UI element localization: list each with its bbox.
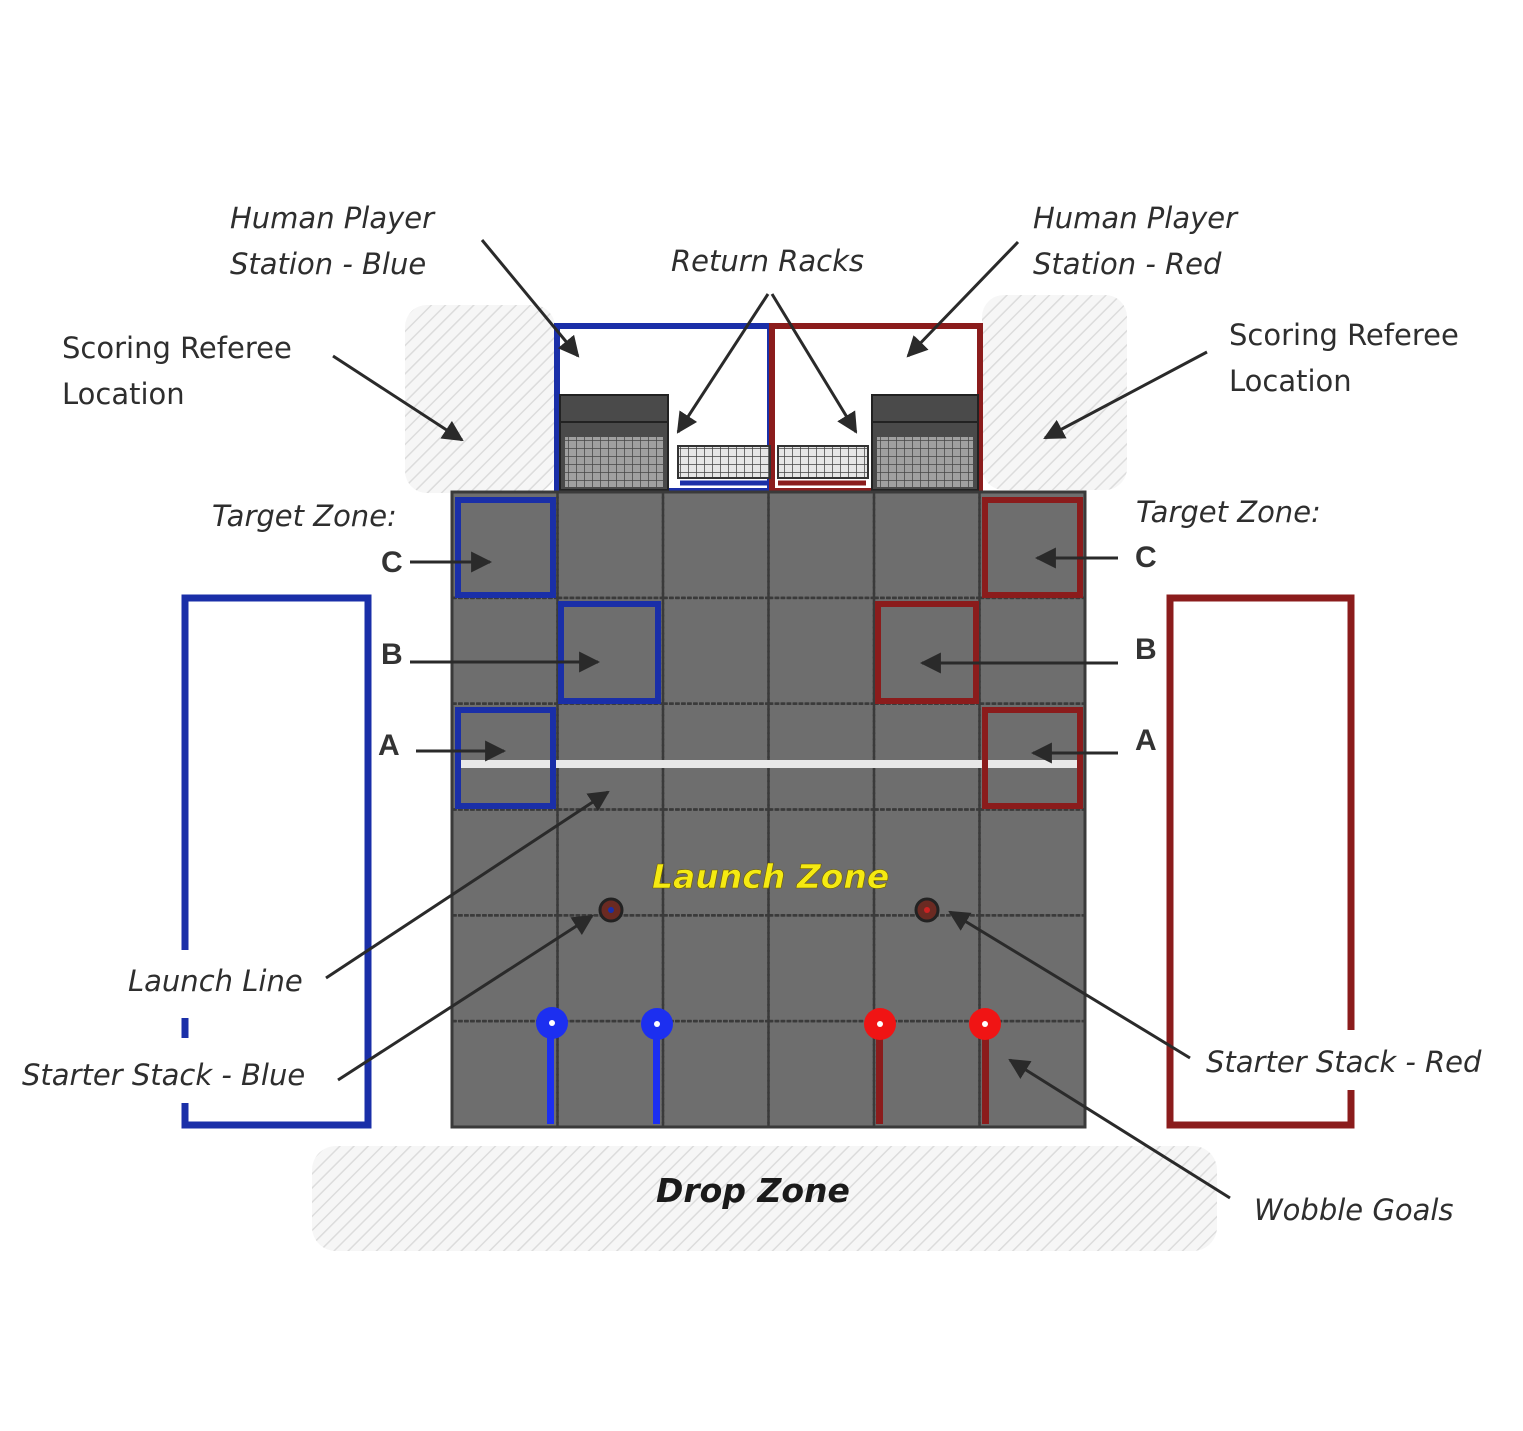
starter-stack-red — [914, 897, 940, 923]
wobble-goal-red-2 — [969, 1008, 1001, 1124]
label-scoring-referee-right-line1: Scoring Referee — [1229, 318, 1459, 352]
label-scoring-referee-right-line2: Location — [1229, 364, 1352, 398]
label-zone-b-right: B — [1135, 633, 1157, 666]
label-human-player-blue-line2: Station - Blue — [230, 247, 426, 281]
label-launch-zone: Launch Zone — [652, 857, 889, 896]
alliance-station-blue — [181, 594, 372, 1129]
label-drop-zone: Drop Zone — [656, 1171, 850, 1210]
annotation-arrows — [325, 239, 1231, 1200]
target-zone-blue-b — [558, 601, 661, 704]
label-human-player-red-line1: Human Player — [1033, 201, 1239, 235]
label-zone-c-right: C — [1135, 541, 1157, 574]
label-starter-stack-red: Starter Stack - Red — [1206, 1045, 1482, 1079]
drop-zone-area — [312, 1146, 1217, 1251]
label-human-player-blue-line1: Human Player — [230, 201, 436, 235]
scoring-referee-area-right — [982, 295, 1127, 490]
label-zone-b-left: B — [381, 638, 403, 671]
field-tile — [978, 914, 1087, 1023]
label-target-zone-left: Target Zone: — [212, 499, 397, 533]
label-starter-stack-blue: Starter Stack - Blue — [22, 1058, 305, 1092]
label-wobble-goals: Wobble Goals — [1254, 1193, 1454, 1227]
scoring-referee-area-left — [405, 305, 555, 493]
wobble-goal-blue-2 — [641, 1008, 673, 1124]
goal-tower-blue — [559, 394, 669, 491]
return-rack-blue — [677, 445, 771, 479]
field-tile — [978, 808, 1087, 917]
field-tile — [978, 702, 1087, 811]
wobble-goal-red-1 — [864, 1008, 896, 1124]
target-zone-red-a — [982, 707, 1083, 809]
wobble-goal-blue-1 — [536, 1007, 568, 1124]
label-zone-c-left: C — [381, 546, 403, 579]
goal-tower-red — [871, 394, 979, 491]
alliance-station-red — [1166, 594, 1355, 1129]
launch-line — [458, 760, 1078, 768]
label-zone-a-right: A — [1135, 724, 1157, 757]
label-scoring-referee-left-line1: Scoring Referee — [62, 331, 292, 365]
label-launch-line: Launch Line — [128, 964, 303, 998]
target-zone-blue-c — [455, 497, 556, 598]
label-scoring-referee-left-line2: Location — [62, 377, 185, 411]
field-tile — [978, 1019, 1087, 1129]
field-tile — [978, 596, 1087, 705]
target-zone-red-c — [982, 497, 1083, 598]
return-rack-red — [777, 445, 869, 479]
label-human-player-red-line2: Station - Red — [1033, 247, 1222, 281]
field-tiles — [450, 490, 1087, 1129]
label-return-racks: Return Racks — [671, 244, 864, 278]
target-zone-red-b — [875, 601, 979, 704]
label-zone-a-left: A — [378, 729, 400, 762]
target-zone-blue-a — [455, 707, 556, 809]
starter-stack-blue — [598, 897, 624, 923]
label-target-zone-right: Target Zone: — [1136, 495, 1321, 529]
